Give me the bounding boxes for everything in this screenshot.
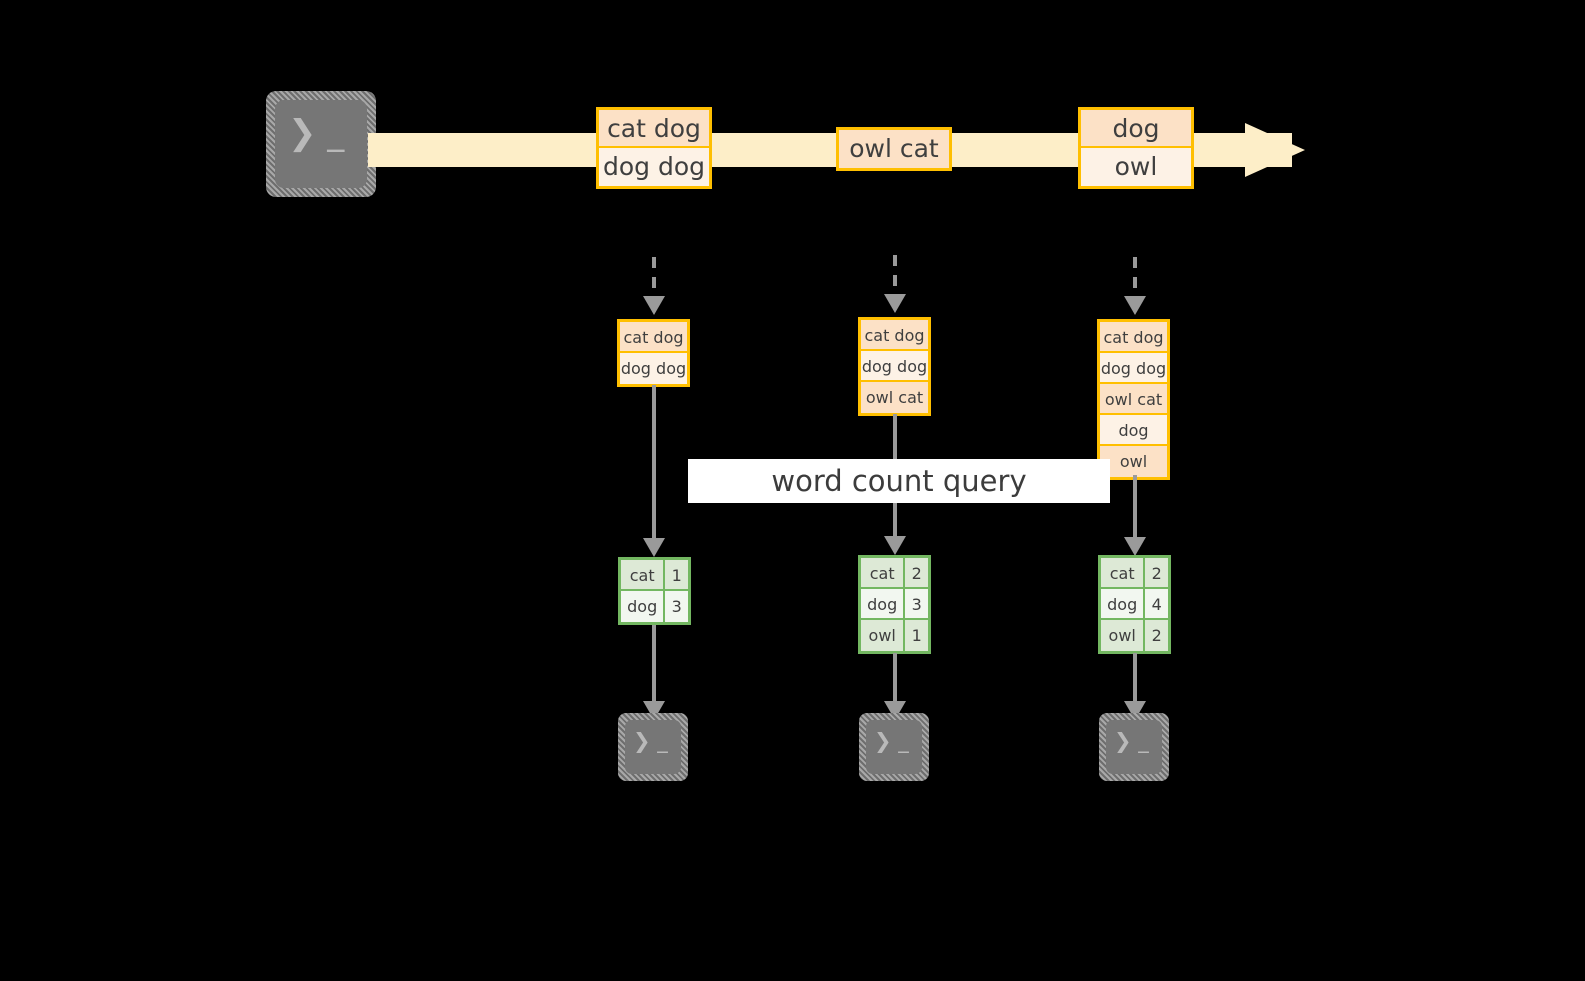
table-row: dog 3 — [621, 591, 688, 622]
table-row: cat 1 — [621, 560, 688, 591]
trigger-1-result-table: cat 1 dog 3 — [618, 557, 691, 625]
result-count: 2 — [1145, 620, 1168, 651]
stream-record: owl — [1081, 148, 1191, 186]
result-count: 2 — [905, 558, 928, 589]
terminal-screen: ❯ _ — [1106, 720, 1162, 774]
table-row: cat 2 — [861, 558, 928, 589]
terminal-screen: ❯ _ — [275, 100, 367, 188]
accumulated-record: owl — [1100, 446, 1167, 477]
stream-batch-2: owl cat — [836, 127, 952, 171]
result-count: 1 — [905, 620, 928, 651]
accumulated-record: dog — [1100, 415, 1167, 446]
result-count: 3 — [905, 589, 928, 620]
stream-record: cat dog — [599, 110, 709, 148]
result-count: 4 — [1145, 589, 1168, 620]
accumulated-record: cat dog — [620, 322, 687, 353]
trigger-3-accumulated-records: cat dog dog dog owl cat dog owl — [1097, 319, 1170, 480]
accumulated-record: owl cat — [1100, 384, 1167, 415]
result-word: dog — [1101, 589, 1146, 620]
trigger-2-result-table: cat 2 dog 3 owl 1 — [858, 555, 931, 654]
accumulated-record: dog dog — [1100, 353, 1167, 384]
accumulated-record: cat dog — [1100, 322, 1167, 353]
result-word: owl — [861, 620, 906, 651]
result-count: 3 — [665, 591, 688, 622]
result-count: 2 — [1145, 558, 1168, 589]
table-row: dog 3 — [861, 589, 928, 620]
table-row: cat 2 — [1101, 558, 1168, 589]
terminal-screen: ❯ _ — [866, 720, 922, 774]
source-terminal-icon: ❯ _ — [266, 91, 376, 197]
trigger-1-accumulated-records: cat dog dog dog — [617, 319, 690, 387]
result-count: 1 — [665, 560, 688, 591]
terminal-screen: ❯ _ — [625, 720, 681, 774]
table-row: owl 1 — [861, 620, 928, 651]
table-row: owl 2 — [1101, 620, 1168, 651]
stream-arrow-head-icon — [1245, 123, 1305, 177]
table-row: dog 4 — [1101, 589, 1168, 620]
accumulated-record: dog dog — [861, 351, 928, 382]
result-word: cat — [621, 560, 666, 591]
trigger-1-sink-terminal-icon: ❯ _ — [618, 713, 688, 781]
result-word: dog — [861, 589, 906, 620]
trigger-2-sink-terminal-icon: ❯ _ — [859, 713, 929, 781]
terminal-prompt-glyph: ❯ _ — [633, 729, 668, 753]
stream-record: owl cat — [839, 130, 949, 168]
terminal-prompt-glyph: ❯ _ — [1114, 729, 1149, 753]
trigger-2-accumulated-records: cat dog dog dog owl cat — [858, 317, 931, 416]
result-word: dog — [621, 591, 666, 622]
accumulated-record: owl cat — [861, 382, 928, 413]
trigger-3-result-table: cat 2 dog 4 owl 2 — [1098, 555, 1171, 654]
result-word: cat — [1101, 558, 1146, 589]
accumulated-record: dog dog — [620, 353, 687, 384]
word-count-query-banner: word count query — [688, 459, 1110, 503]
trigger-3-sink-terminal-icon: ❯ _ — [1099, 713, 1169, 781]
stream-record: dog dog — [599, 148, 709, 186]
stream-batch-1: cat dog dog dog — [596, 107, 712, 189]
stream-batch-3: dog owl — [1078, 107, 1194, 189]
result-word: owl — [1101, 620, 1146, 651]
stream-record: dog — [1081, 110, 1191, 148]
accumulated-record: cat dog — [861, 320, 928, 351]
terminal-prompt-glyph: ❯ _ — [874, 729, 909, 753]
result-word: cat — [861, 558, 906, 589]
terminal-prompt-glyph: ❯ _ — [288, 113, 345, 153]
